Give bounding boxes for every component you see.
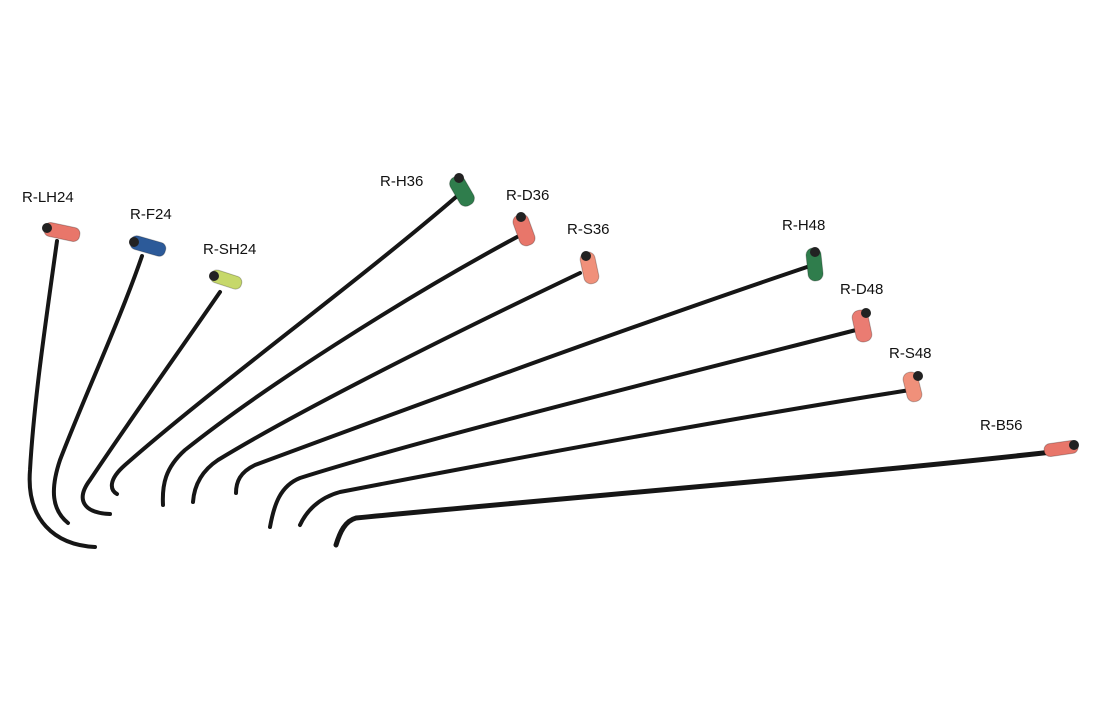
tool-label: R-S36 bbox=[567, 221, 610, 238]
handle-cap bbox=[581, 251, 591, 261]
tool-r-d36 bbox=[160, 212, 536, 507]
handle-cap bbox=[42, 223, 52, 233]
handle bbox=[449, 175, 475, 207]
tool-label: R-H48 bbox=[782, 217, 826, 234]
tool-r-d48 bbox=[268, 308, 873, 529]
rod bbox=[298, 388, 912, 527]
handle-cap bbox=[209, 271, 219, 281]
handle-cap bbox=[1069, 440, 1079, 450]
tool-r-s48 bbox=[298, 371, 923, 527]
rod bbox=[27, 239, 97, 549]
rod bbox=[268, 327, 862, 529]
tool-r-h48 bbox=[234, 247, 824, 495]
handle-cap bbox=[129, 237, 139, 247]
rod bbox=[80, 290, 222, 516]
handle-cap bbox=[810, 247, 820, 257]
rod bbox=[333, 447, 1073, 548]
tool-r-s36 bbox=[191, 251, 600, 504]
handle-cap bbox=[454, 173, 464, 183]
tool-r-b56 bbox=[333, 439, 1079, 548]
rod bbox=[160, 235, 519, 507]
tool-label: R-B56 bbox=[980, 417, 1023, 434]
handle-cap bbox=[861, 308, 871, 318]
tool-label: R-SH24 bbox=[203, 241, 257, 258]
rod bbox=[109, 195, 458, 496]
tool-r-f24 bbox=[51, 235, 167, 525]
tool-label: R-D36 bbox=[506, 187, 550, 204]
tool-label: R-LH24 bbox=[22, 189, 74, 206]
rod bbox=[191, 271, 582, 504]
tool-label: R-D48 bbox=[840, 281, 884, 298]
handle-cap bbox=[516, 212, 526, 222]
tool-label: R-H36 bbox=[380, 173, 424, 190]
tool-r-h36 bbox=[109, 173, 475, 496]
rod bbox=[51, 254, 144, 525]
tool-r-lh24 bbox=[27, 222, 97, 549]
tool-label: R-S48 bbox=[889, 345, 932, 362]
tool-label: R-F24 bbox=[130, 206, 172, 223]
handle bbox=[851, 309, 873, 343]
tool-r-sh24 bbox=[80, 269, 243, 516]
rod bbox=[234, 264, 812, 495]
handle-cap bbox=[913, 371, 923, 381]
